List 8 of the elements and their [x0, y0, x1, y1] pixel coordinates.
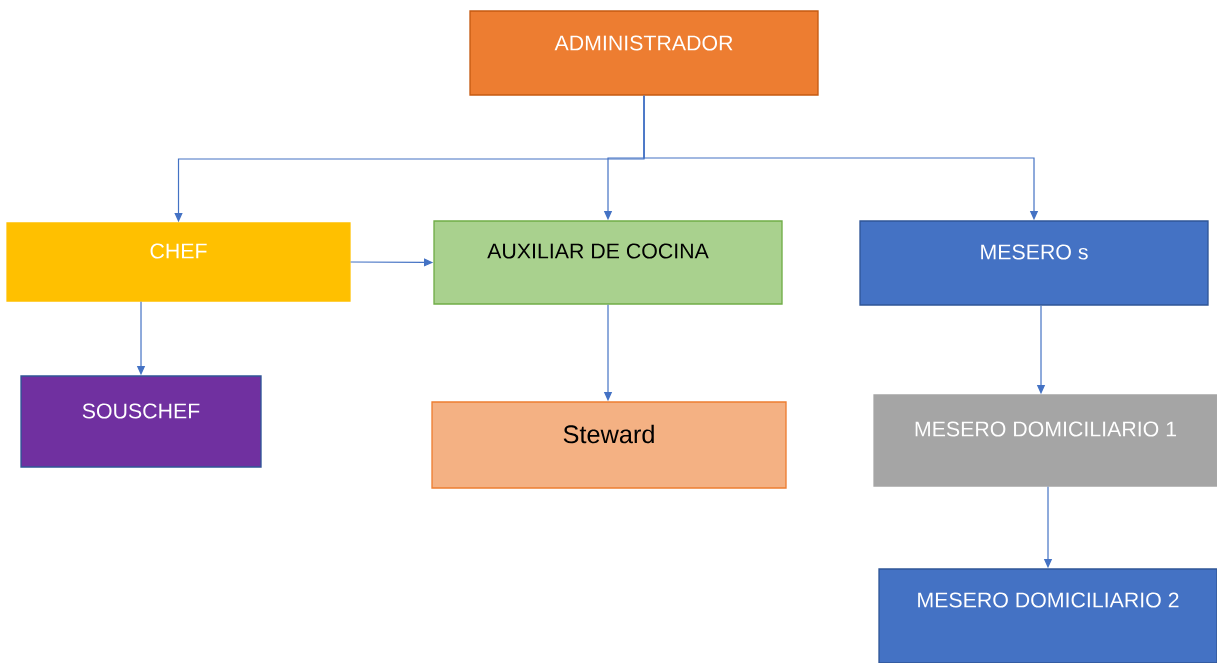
org-box: SOUSCHEF [20, 375, 262, 468]
org-box: MESERO DOMICILIARIO 1 [873, 394, 1217, 487]
org-box: AUXILIAR DE COCINA [433, 220, 783, 305]
org-box: ADMINISTRADOR [469, 10, 819, 96]
org-box: Steward [431, 401, 787, 489]
org-box: CHEF [6, 222, 351, 302]
org-box: MESERO s [859, 220, 1209, 306]
org-box: MESERO DOMICILIARIO 2 [878, 568, 1217, 663]
